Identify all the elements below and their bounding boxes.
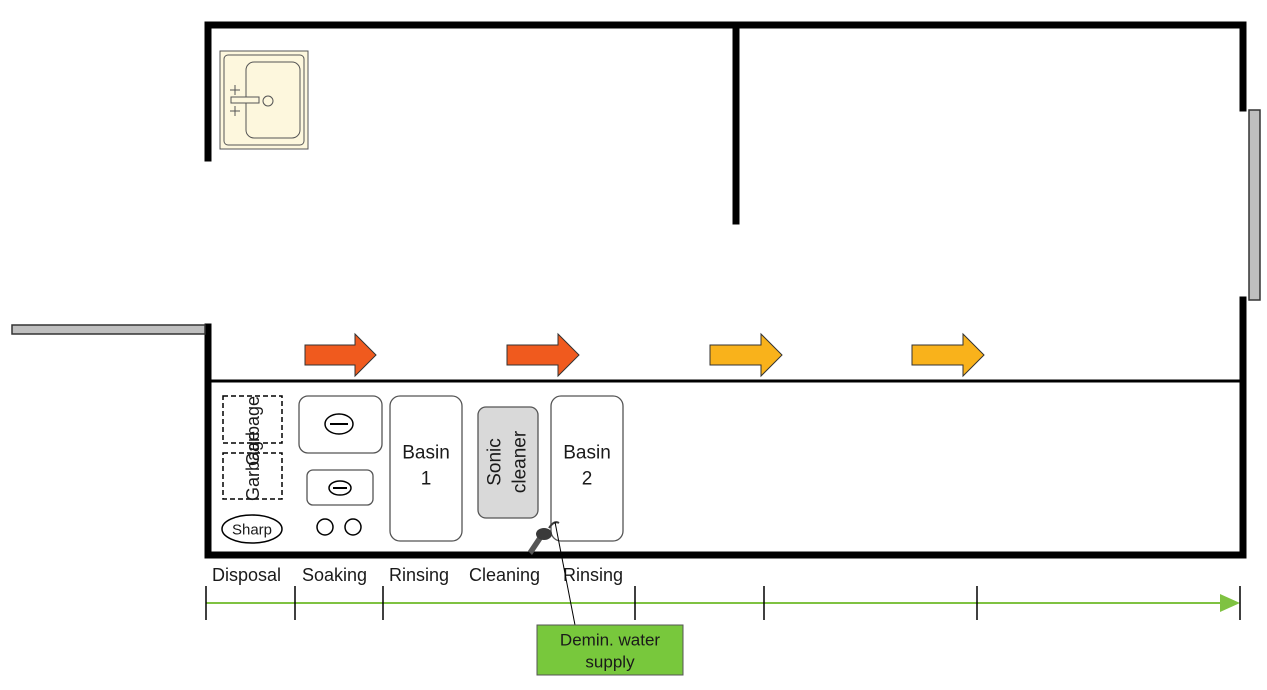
soaking-sink-small [306, 469, 374, 506]
process-flow-arrow-icon [506, 332, 580, 378]
walls [204, 21, 1247, 559]
sonic-cleaner: Sonic cleaner [477, 406, 539, 519]
knob-icon [344, 518, 362, 536]
garbage-bin-2: Garbage [222, 431, 283, 501]
basin-2-label: Basin [563, 443, 611, 464]
garbage-label-2: Garbage [243, 431, 263, 501]
sharps-container: Sharp [221, 514, 283, 544]
garbage-bin-1: Garbage [222, 395, 283, 466]
hand-sink-icon [219, 50, 309, 150]
sharp-label: Sharp [232, 522, 272, 539]
flow-arrows [304, 332, 985, 378]
callout-leader [554, 521, 576, 626]
door-right [1248, 109, 1261, 301]
demin-water-faucet-icon [528, 521, 560, 555]
stage-label-disposal: Disposal [212, 565, 281, 585]
process-flow-arrow-icon [709, 332, 783, 378]
demin-water-callout: Demin. water supply [536, 521, 684, 676]
basin-1-number: 1 [421, 469, 432, 490]
callout-line-1: Demin. water [560, 631, 660, 650]
callout-line-2: supply [585, 653, 635, 672]
stage-label-cleaning: Cleaning [469, 565, 540, 585]
sonic-label-2: cleaner [510, 430, 531, 493]
basin-1-label: Basin [402, 443, 450, 464]
callout-box [536, 624, 684, 676]
timeline-arrowhead [1220, 594, 1240, 612]
basin-1: Basin 1 [389, 395, 463, 542]
process-flow-arrow-icon [304, 332, 377, 378]
soaking-sink-large [298, 395, 383, 454]
basin-2-number: 2 [582, 469, 593, 490]
basin-2: Basin 2 [550, 395, 624, 542]
sonic-label-1: Sonic [485, 438, 506, 486]
knob-icon [316, 518, 334, 536]
timeline: Disposal Soaking Rinsing Cleaning Rinsin… [205, 565, 1241, 620]
stage-label-rinsing-2: Rinsing [563, 565, 623, 585]
door-left [11, 324, 206, 335]
process-flow-arrow-icon [911, 332, 985, 378]
stage-label-rinsing-1: Rinsing [389, 565, 449, 585]
stage-label-soaking: Soaking [302, 565, 367, 585]
garbage-label-1: Garbage [243, 396, 263, 466]
